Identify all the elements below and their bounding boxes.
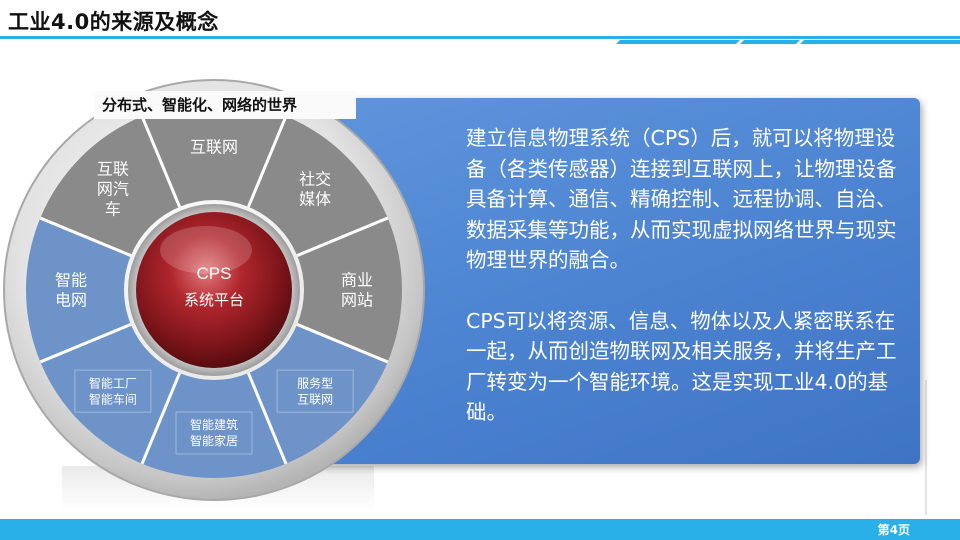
segment-divider: [39, 216, 132, 257]
segment-label: 互联网: [190, 138, 238, 157]
segment-divider: [296, 216, 389, 257]
segment-3: [297, 218, 402, 362]
segment-label: 服务型: [297, 375, 333, 390]
outer-ring-edge: [3, 79, 425, 501]
segment-label-box: [74, 369, 152, 413]
segment-label-box: [175, 411, 253, 455]
segment-label: 社交: [299, 169, 331, 188]
segment-label: 智能家居: [190, 433, 238, 448]
segment-label: 互联: [97, 159, 129, 178]
segment-divider: [247, 372, 288, 465]
segment-1: [142, 102, 286, 207]
segment-divider: [39, 323, 132, 364]
segment-label: 电网: [55, 291, 87, 310]
decor-line: [925, 380, 927, 515]
segment-6: [40, 324, 180, 464]
segment-divider: [247, 115, 288, 208]
center-ball: [136, 212, 292, 368]
title-rule: [0, 36, 960, 44]
segment-label-box: [276, 369, 354, 413]
segment-label: 智能建筑: [190, 417, 238, 432]
segment-divider: [140, 115, 181, 208]
segment-group: [26, 102, 402, 478]
segment-labels: 互联网社交媒体商业网站服务型互联网智能建筑智能家居智能工厂智能车间智能电网互联网…: [55, 138, 373, 455]
segment-label: 智能: [55, 271, 87, 290]
paragraph-2: CPS可以将资源、信息、物体以及人紧密联系在一起，从而创造物联网及相关服务，并将…: [466, 308, 897, 425]
description-text: 建立信息物理系统（CPS）后，就可以将物理设备（各类传感器）连接到互联网上，让物…: [466, 123, 906, 458]
segment-2: [248, 116, 388, 256]
segment-5: [142, 373, 286, 478]
center-label-2: 系统平台: [184, 291, 244, 309]
center-highlight: [160, 226, 252, 274]
segment-label: 智能工厂: [89, 375, 137, 390]
segment-dividers: [39, 115, 389, 465]
segment-label: 车: [105, 199, 121, 218]
segment-7: [26, 218, 131, 362]
page-title: 工业4.0的来源及概念: [8, 10, 219, 34]
segment-divider: [140, 372, 181, 465]
segment-label: 媒体: [299, 189, 331, 208]
page-number: 第4页: [877, 523, 910, 537]
segment-label: 商业: [341, 271, 373, 290]
center-label-1: CPS: [197, 264, 232, 283]
diagram-subtitle: 分布式、智能化、网络的世界: [94, 91, 356, 119]
segment-label: 网汽: [97, 179, 129, 198]
segment-divider: [296, 323, 389, 364]
footer-bar: [0, 519, 960, 540]
segment-label: 智能车间: [89, 391, 137, 406]
segment-label: 网站: [341, 291, 373, 310]
segment-8: [40, 116, 180, 256]
segment-label: 互联网: [297, 392, 333, 406]
segment-4: [248, 324, 388, 464]
paragraph-1: 建立信息物理系统（CPS）后，就可以将物理设备（各类传感器）连接到互联网上，让物…: [466, 126, 897, 272]
